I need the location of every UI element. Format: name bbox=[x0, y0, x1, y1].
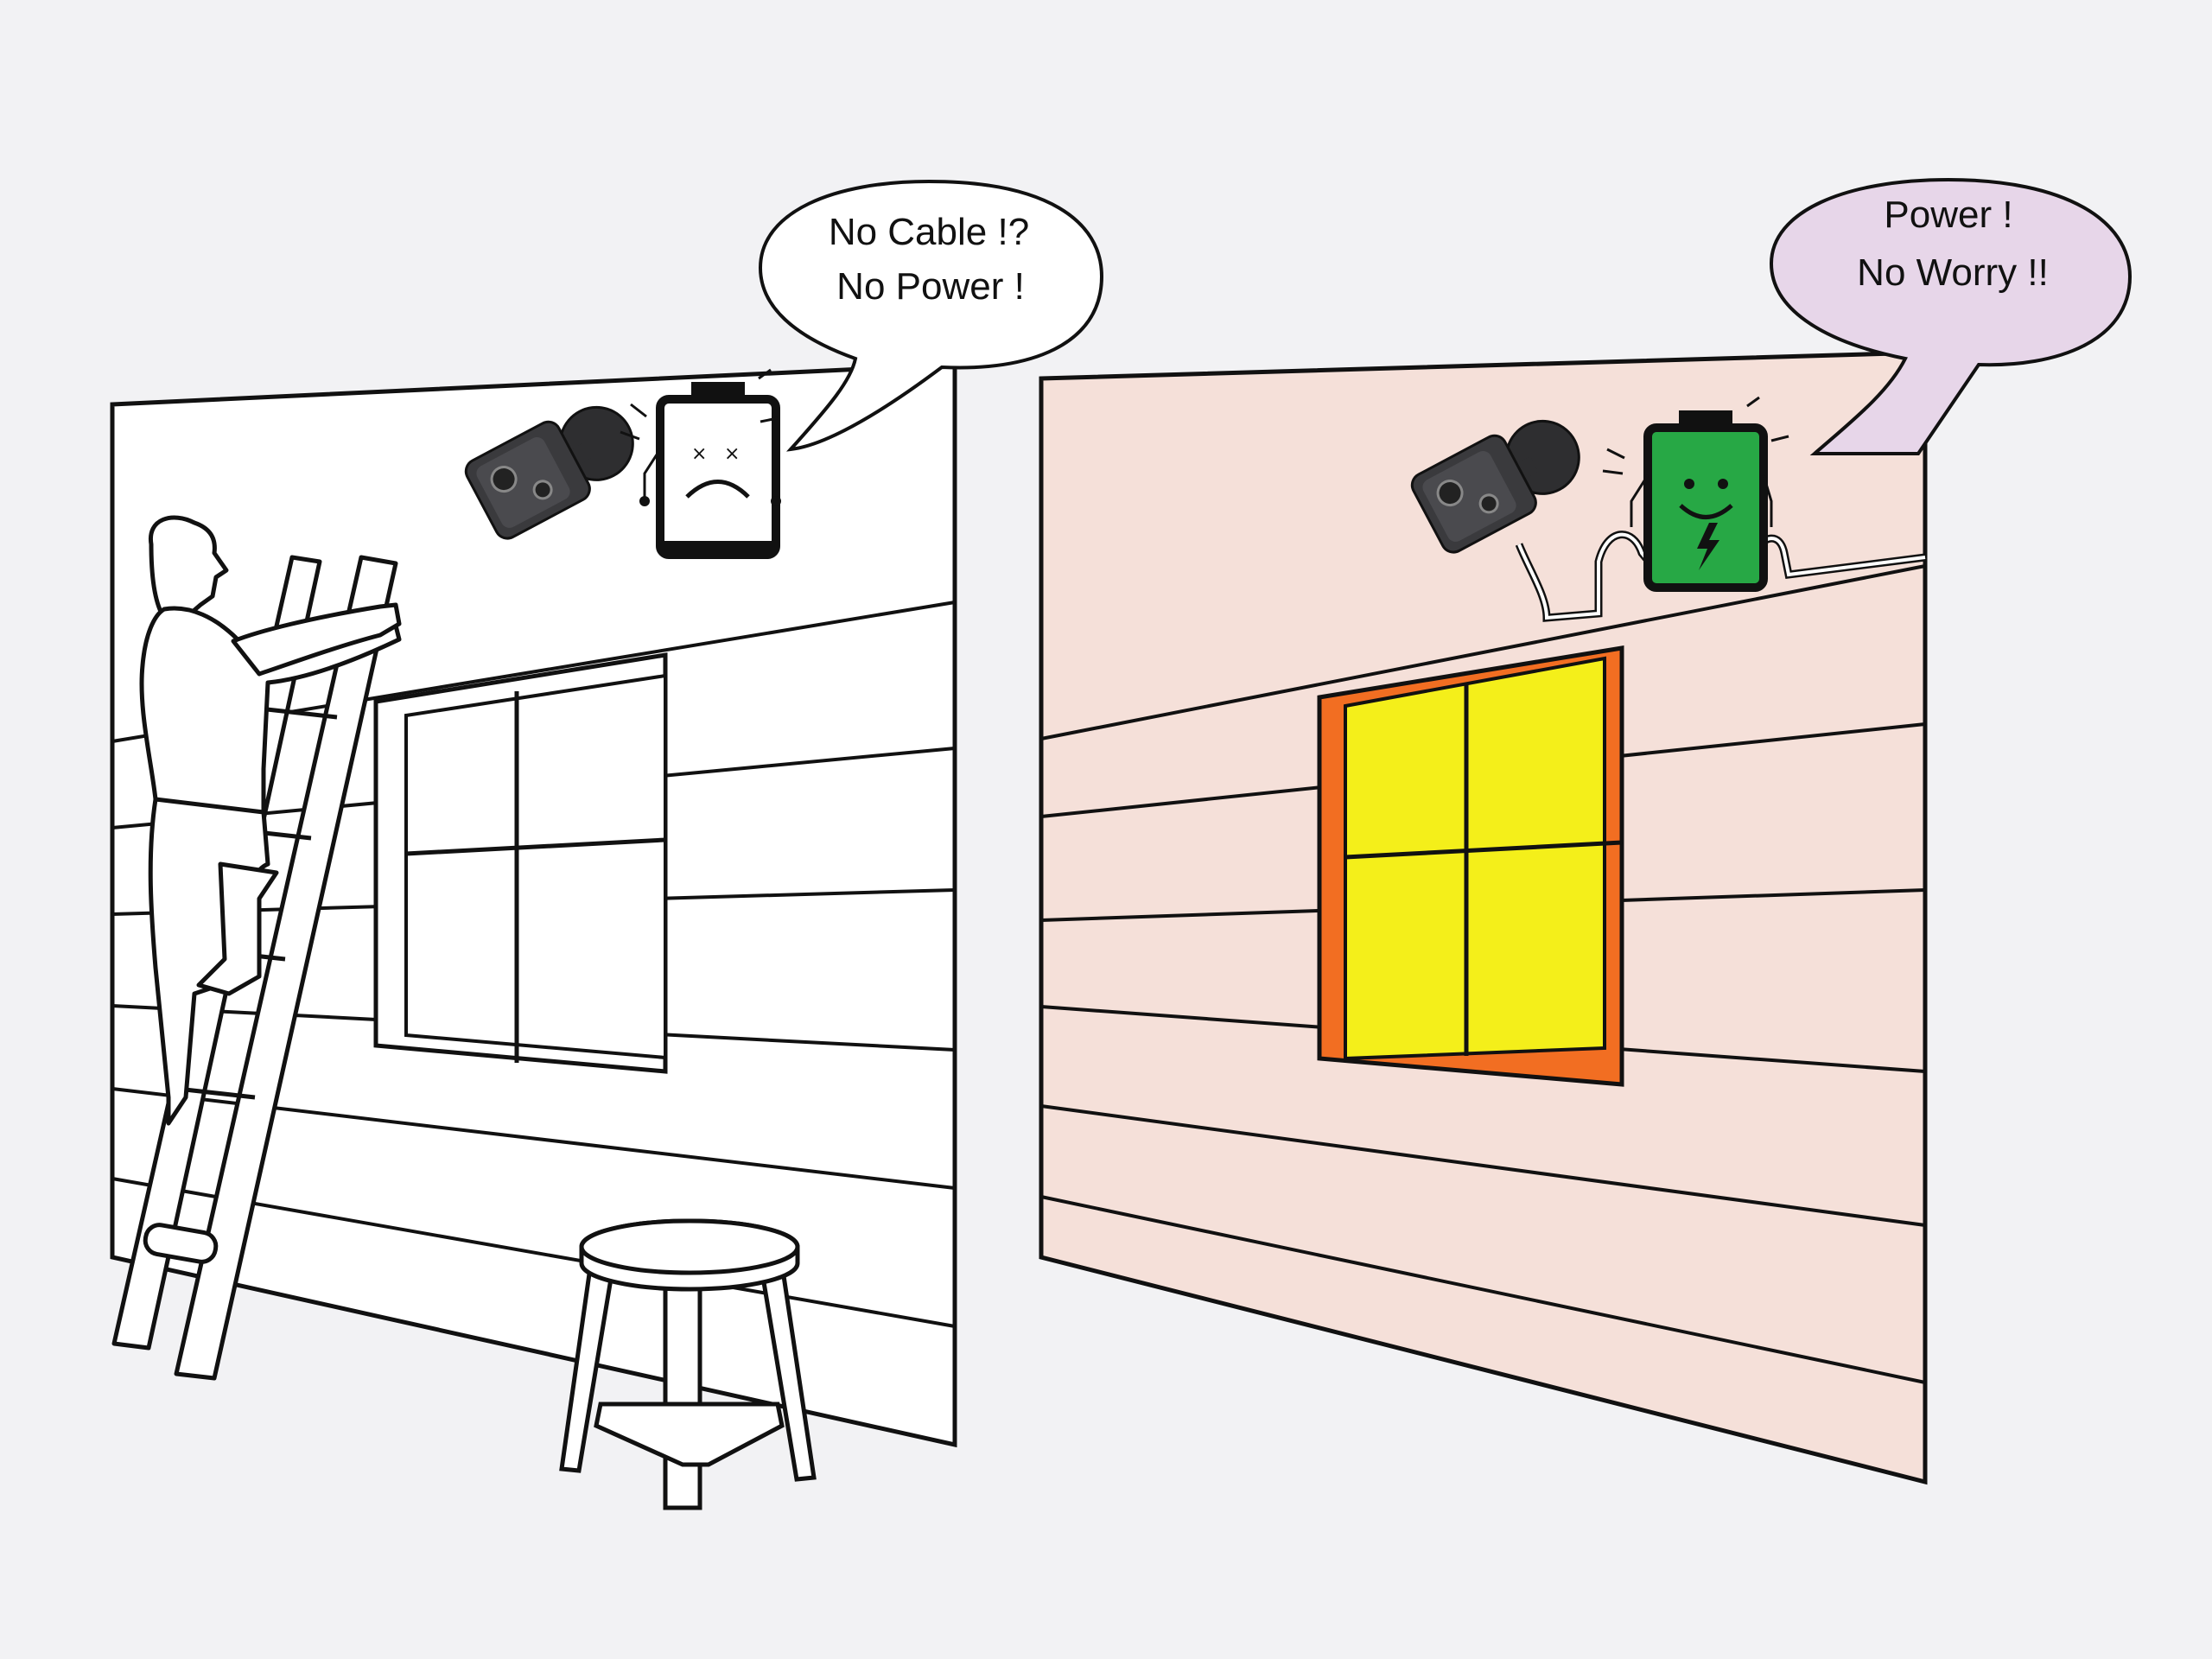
svg-text:×: × bbox=[691, 443, 707, 465]
stool-icon bbox=[559, 1218, 817, 1510]
security-camera-icon bbox=[1410, 419, 1580, 554]
speech-right-line2: No Worry !! bbox=[1857, 251, 2049, 294]
speech-left-line1: No Cable !? bbox=[829, 211, 1029, 253]
left-window bbox=[373, 652, 668, 1074]
charged-battery-icon bbox=[1602, 396, 1789, 592]
security-camera-icon bbox=[464, 405, 634, 540]
right-panel: Power ! No Worry !! bbox=[1039, 177, 2133, 1485]
dead-battery-icon: × × bbox=[620, 368, 781, 559]
speech-right-line1: Power ! bbox=[1884, 194, 2012, 236]
speech-bubble-right: Power ! No Worry !! bbox=[1769, 177, 2133, 455]
left-panel: × × No Cable !? No Power ! bbox=[110, 179, 1104, 1510]
svg-text:×: × bbox=[724, 443, 740, 465]
man-on-ladder-figure bbox=[111, 515, 402, 1381]
speech-bubble-left: No Cable !? No Power ! bbox=[758, 179, 1104, 452]
right-window bbox=[1317, 645, 1624, 1087]
speech-left-line2: No Power ! bbox=[836, 265, 1025, 308]
